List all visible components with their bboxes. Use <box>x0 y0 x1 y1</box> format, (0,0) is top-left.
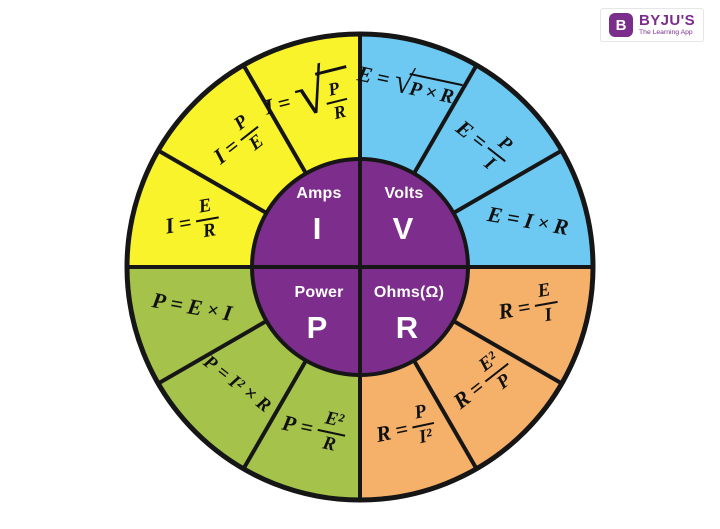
byjus-logo-text: BYJU'S The Learning App <box>639 13 695 37</box>
hub-label-amps: Amps <box>296 185 342 202</box>
equals-sign: = <box>274 88 294 117</box>
divider-120 <box>241 359 308 470</box>
outer-rim-circle <box>124 31 596 503</box>
equals-sign: = <box>504 204 522 232</box>
divider-60 <box>412 359 479 470</box>
multiply-sign: × <box>205 298 221 322</box>
formula-lhs: P <box>150 287 168 315</box>
fraction-denominator: I <box>480 152 499 175</box>
fraction-numerator: E <box>192 195 219 223</box>
equals-sign: = <box>298 413 316 441</box>
hub-symbol-voltage-v: V <box>392 211 414 246</box>
fraction-denominator: I <box>542 304 554 327</box>
divider-330 <box>452 148 563 215</box>
byjus-logo-icon: B <box>609 13 634 37</box>
equals-sign: = <box>392 415 411 443</box>
fraction-denominator: R <box>201 219 218 243</box>
divider-30 <box>452 319 563 386</box>
fraction-denominator: R <box>320 432 338 456</box>
equals-sign: = <box>176 209 194 237</box>
hub-label-power: Power <box>294 284 344 301</box>
hub-label-ohms: Ohms(Ω) <box>373 284 445 301</box>
fraction-numerator: E² <box>317 407 351 437</box>
formula-lhs: R <box>496 296 516 325</box>
multiply-sign: × <box>423 80 439 105</box>
formula-lhs: E <box>485 201 505 229</box>
product-term: I <box>522 207 536 234</box>
byjus-brand-name: BYJU'S <box>639 12 695 30</box>
byjus-tagline: The Learning App <box>639 29 693 37</box>
divider-300 <box>412 64 479 175</box>
hub-label-volts: Volts <box>384 185 424 202</box>
divider-210 <box>157 148 268 215</box>
divider-240 <box>241 64 308 175</box>
axis-lines <box>127 34 593 500</box>
hub-symbol-resistance-r: R <box>395 310 419 345</box>
multiply-sign: × <box>535 211 551 236</box>
hub-symbol-current-i: I <box>312 211 322 246</box>
fraction-denominator: I² <box>417 424 435 449</box>
sector-divider-lines <box>157 64 563 470</box>
equals-sign: = <box>168 290 186 318</box>
fraction-denominator: R <box>331 100 348 123</box>
product-term: P <box>407 77 424 102</box>
formula-current-e-over-r: I = E R <box>162 195 223 249</box>
byjus-logo: B BYJU'S The Learning App <box>600 8 704 42</box>
divider-150 <box>157 319 268 386</box>
byjus-logo-letter: B <box>615 16 627 34</box>
fraction-numerator: E <box>531 279 558 307</box>
fraction: P R <box>321 77 352 124</box>
equals-sign: = <box>515 293 533 321</box>
hub-symbol-power-p: P <box>306 310 328 345</box>
equals-sign: = <box>374 64 392 92</box>
product-term: R <box>438 84 456 109</box>
product-term: E <box>185 293 205 321</box>
